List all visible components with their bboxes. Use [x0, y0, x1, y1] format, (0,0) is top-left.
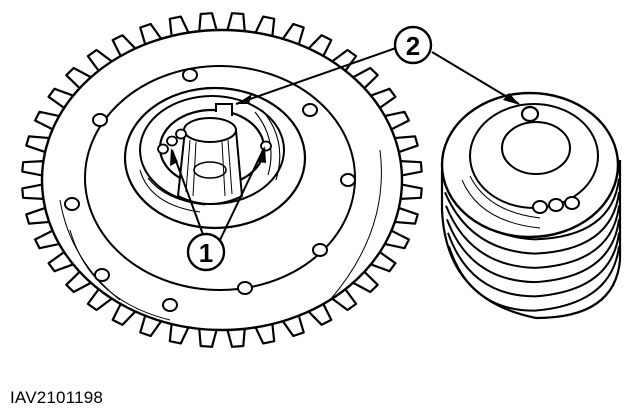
bolt-hole — [312, 243, 328, 257]
callout-2-circle — [393, 25, 433, 65]
sprocket-shading — [59, 149, 382, 321]
bolt-hole — [64, 197, 80, 211]
pulley-shading — [461, 175, 541, 229]
callout-2-label: 2 — [406, 31, 420, 61]
arrow-2-pulley — [503, 93, 520, 105]
bolt-hole — [94, 268, 110, 282]
bolt-hole — [162, 298, 178, 312]
tapered-shaft-end — [183, 117, 237, 143]
pulley-holes — [532, 196, 580, 214]
pulley-groove — [446, 218, 620, 284]
bolt-hole — [182, 68, 198, 82]
sprocket-bolt-holes — [64, 68, 356, 312]
camshaft-sprocket — [21, 12, 423, 348]
leader-2-to-pulley — [431, 51, 520, 105]
bolt-hole — [340, 173, 356, 187]
leader-lines — [171, 47, 520, 241]
arrow-1-left — [170, 148, 178, 166]
callout-1-circle — [186, 232, 226, 272]
callout-1: 1 — [186, 232, 226, 272]
callout-1-label: 1 — [199, 238, 213, 268]
pulley-grooves — [443, 178, 620, 312]
pulley-groove — [444, 191, 620, 255]
arrow-1-right — [258, 146, 266, 163]
figure-identifier: IAV2101198 — [10, 388, 104, 407]
sprocket-tooth-set — [21, 12, 423, 348]
leader-2-to-keyway — [235, 47, 397, 105]
leader-1-to-left-hole — [171, 149, 206, 241]
keyway-slot — [215, 103, 233, 116]
sprocket-teeth — [21, 12, 423, 348]
pulley-timing-mark — [520, 105, 540, 123]
arrow-2-keyway — [236, 94, 252, 104]
bolt-hole — [92, 113, 108, 127]
leader-1-to-right-hole — [219, 147, 265, 241]
arrowheads — [170, 93, 520, 166]
pulley-hub — [501, 121, 571, 175]
pulley-groove — [448, 245, 620, 312]
pulley — [440, 91, 622, 320]
pulley-groove — [447, 232, 620, 298]
pulley-groove — [445, 205, 620, 269]
bolt-hole — [237, 281, 253, 295]
bolt-hole — [302, 103, 318, 117]
shaft-shading — [185, 139, 233, 197]
callout-2: 2 — [393, 25, 433, 65]
